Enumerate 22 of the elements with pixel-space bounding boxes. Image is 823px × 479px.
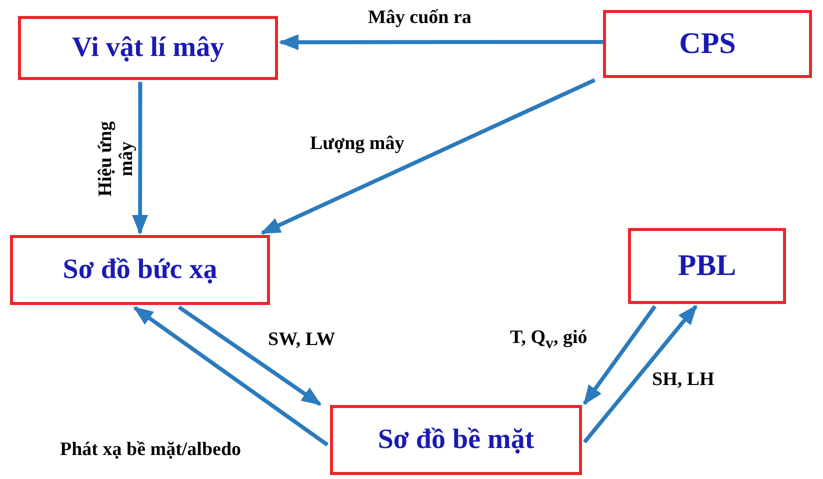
box-title: Sơ đồ bức xạ	[62, 254, 218, 286]
box-title: Sơ đồ bề mặt	[378, 424, 534, 456]
edge-label: SH, LH	[652, 370, 714, 391]
edge-label: SW, LW	[268, 330, 336, 351]
box-title: Vi vật lí mây	[72, 32, 224, 64]
arrow	[582, 305, 656, 406]
edge-label: Lượng mây	[310, 134, 404, 155]
arrow	[133, 306, 329, 447]
process-box	[10, 235, 270, 305]
process-box	[330, 405, 582, 475]
arrow	[278, 34, 603, 50]
arrow	[178, 305, 322, 406]
box-title: CPS	[679, 27, 736, 61]
edge-label: Mây cuốn ra	[368, 8, 472, 29]
process-box	[628, 228, 786, 304]
box-title: PBL	[678, 249, 736, 283]
arrow	[260, 78, 596, 235]
process-box	[603, 10, 812, 78]
edge-label: Phát xạ bề mặt/albedo	[60, 440, 242, 461]
arrow	[132, 82, 148, 235]
arrow	[582, 304, 698, 444]
process-box	[18, 16, 278, 80]
